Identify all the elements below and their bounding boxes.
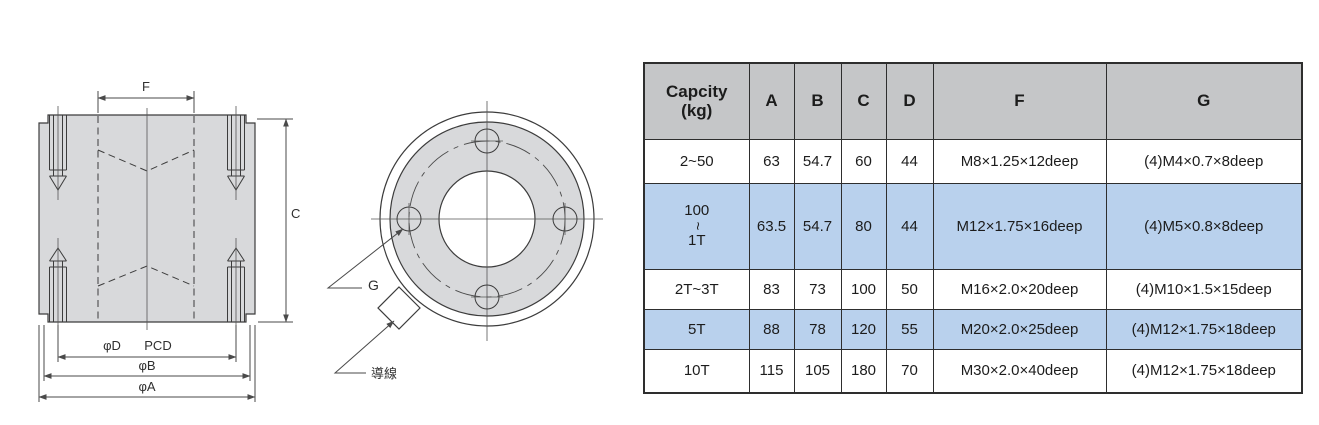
dimension-a (38, 325, 256, 402)
cell-b: 73 (793, 268, 842, 310)
cell-a: 83 (748, 268, 795, 310)
cell-a: 63 (748, 138, 795, 184)
cell-d: 50 (885, 268, 934, 310)
cell-a: 63.5 (748, 182, 795, 270)
cell-f: M12×1.75×16deep (932, 182, 1107, 270)
cell-capacity: 100 ~ 1T (643, 182, 750, 270)
cell-a: 115 (748, 348, 795, 394)
cell-g: (4)M12×1.75×18deep (1105, 348, 1303, 394)
dim-label-phi-a: φA (138, 379, 155, 394)
load-cell-drawings: F C φD PCD (38, 79, 603, 402)
cell-b: 78 (793, 308, 842, 350)
cell-f: M20×2.0×25deep (932, 308, 1107, 350)
cell-c: 120 (840, 308, 887, 350)
threaded-hole-bottom-left (49, 238, 67, 331)
top-view-drawing: G 導線 (326, 101, 603, 381)
header-f: F (932, 62, 1107, 140)
side-view-drawing: F C φD PCD (38, 79, 300, 402)
header-g: G (1105, 62, 1303, 140)
cell-d: 55 (885, 308, 934, 350)
threaded-hole-bottom-right (227, 238, 245, 331)
cable-connector (377, 286, 421, 330)
dim-label-pcd: PCD (144, 338, 171, 353)
cell-d: 70 (885, 348, 934, 394)
cell-f: M16×2.0×20deep (932, 268, 1107, 310)
cell-c: 180 (840, 348, 887, 394)
table-row: 2~50 63 54.7 60 44 M8×1.25×12deep (4)M4×… (643, 138, 1303, 184)
header-capacity-line2: (kg) (681, 101, 713, 121)
dimension-pcd (57, 325, 237, 362)
cell-g: (4)M4×0.7×8deep (1105, 138, 1303, 184)
cell-c: 80 (840, 182, 887, 270)
cell-f: M8×1.25×12deep (932, 138, 1107, 184)
capacity-range-top: 100 (684, 202, 710, 220)
bolt-holes (396, 128, 578, 310)
cell-g: (4)M12×1.75×18deep (1105, 308, 1303, 350)
cell-g: (4)M5×0.8×8deep (1105, 182, 1303, 270)
cell-d: 44 (885, 182, 934, 270)
header-d: D (885, 62, 934, 140)
dim-label-c: C (291, 206, 300, 221)
technical-drawing: F C φD PCD (0, 0, 640, 425)
threaded-hole-top-right (227, 106, 245, 200)
dimension-b (43, 325, 251, 381)
table-row: 5T 88 78 120 55 M20×2.0×25deep (4)M12×1.… (643, 308, 1303, 350)
table-header-row: Capcity (kg) A B C D F G (643, 62, 1303, 140)
dimension-f (97, 91, 195, 113)
table-row: 100 ~ 1T 63.5 54.7 80 44 M12×1.75×16deep… (643, 182, 1303, 270)
cell-d: 44 (885, 138, 934, 184)
g-label: G (368, 277, 379, 293)
lead-wire-leader-line (333, 320, 395, 374)
capacity-range-bottom: 1T (687, 232, 706, 249)
cell-b: 54.7 (793, 138, 842, 184)
dim-label-phi-d: φD (103, 338, 121, 353)
hidden-lines (97, 108, 195, 330)
cell-g: (4)M10×1.5×15deep (1105, 268, 1303, 310)
table-row: 10T 115 105 180 70 M30×2.0×40deep (4)M12… (643, 348, 1303, 394)
header-b: B (793, 62, 842, 140)
g-leader-line (326, 228, 404, 289)
capacity-range-tilde: ~ (688, 221, 706, 231)
header-capacity: Capcity (kg) (643, 62, 750, 140)
table-row: 2T~3T 83 73 100 50 M16×2.0×20deep (4)M10… (643, 268, 1303, 310)
cell-a: 88 (748, 308, 795, 350)
cell-capacity: 5T (643, 308, 750, 350)
cell-c: 100 (840, 268, 887, 310)
threaded-hole-top-left (49, 106, 67, 200)
cell-f: M30×2.0×40deep (932, 348, 1107, 394)
cell-c: 60 (840, 138, 887, 184)
cell-b: 54.7 (793, 182, 842, 270)
cell-capacity: 2T~3T (643, 268, 750, 310)
cell-b: 105 (793, 348, 842, 394)
spec-table: Capcity (kg) A B C D F G 2~50 63 54.7 60… (643, 62, 1303, 394)
header-c: C (840, 62, 887, 140)
header-capacity-line1: Capcity (666, 81, 728, 101)
cell-capacity: 10T (643, 348, 750, 394)
cell-capacity: 2~50 (643, 138, 750, 184)
lead-wire-label: 導線 (371, 366, 397, 381)
header-a: A (748, 62, 795, 140)
dim-label-phi-b: φB (138, 358, 155, 373)
dimension-c (257, 118, 293, 323)
dim-label-f: F (142, 79, 150, 94)
